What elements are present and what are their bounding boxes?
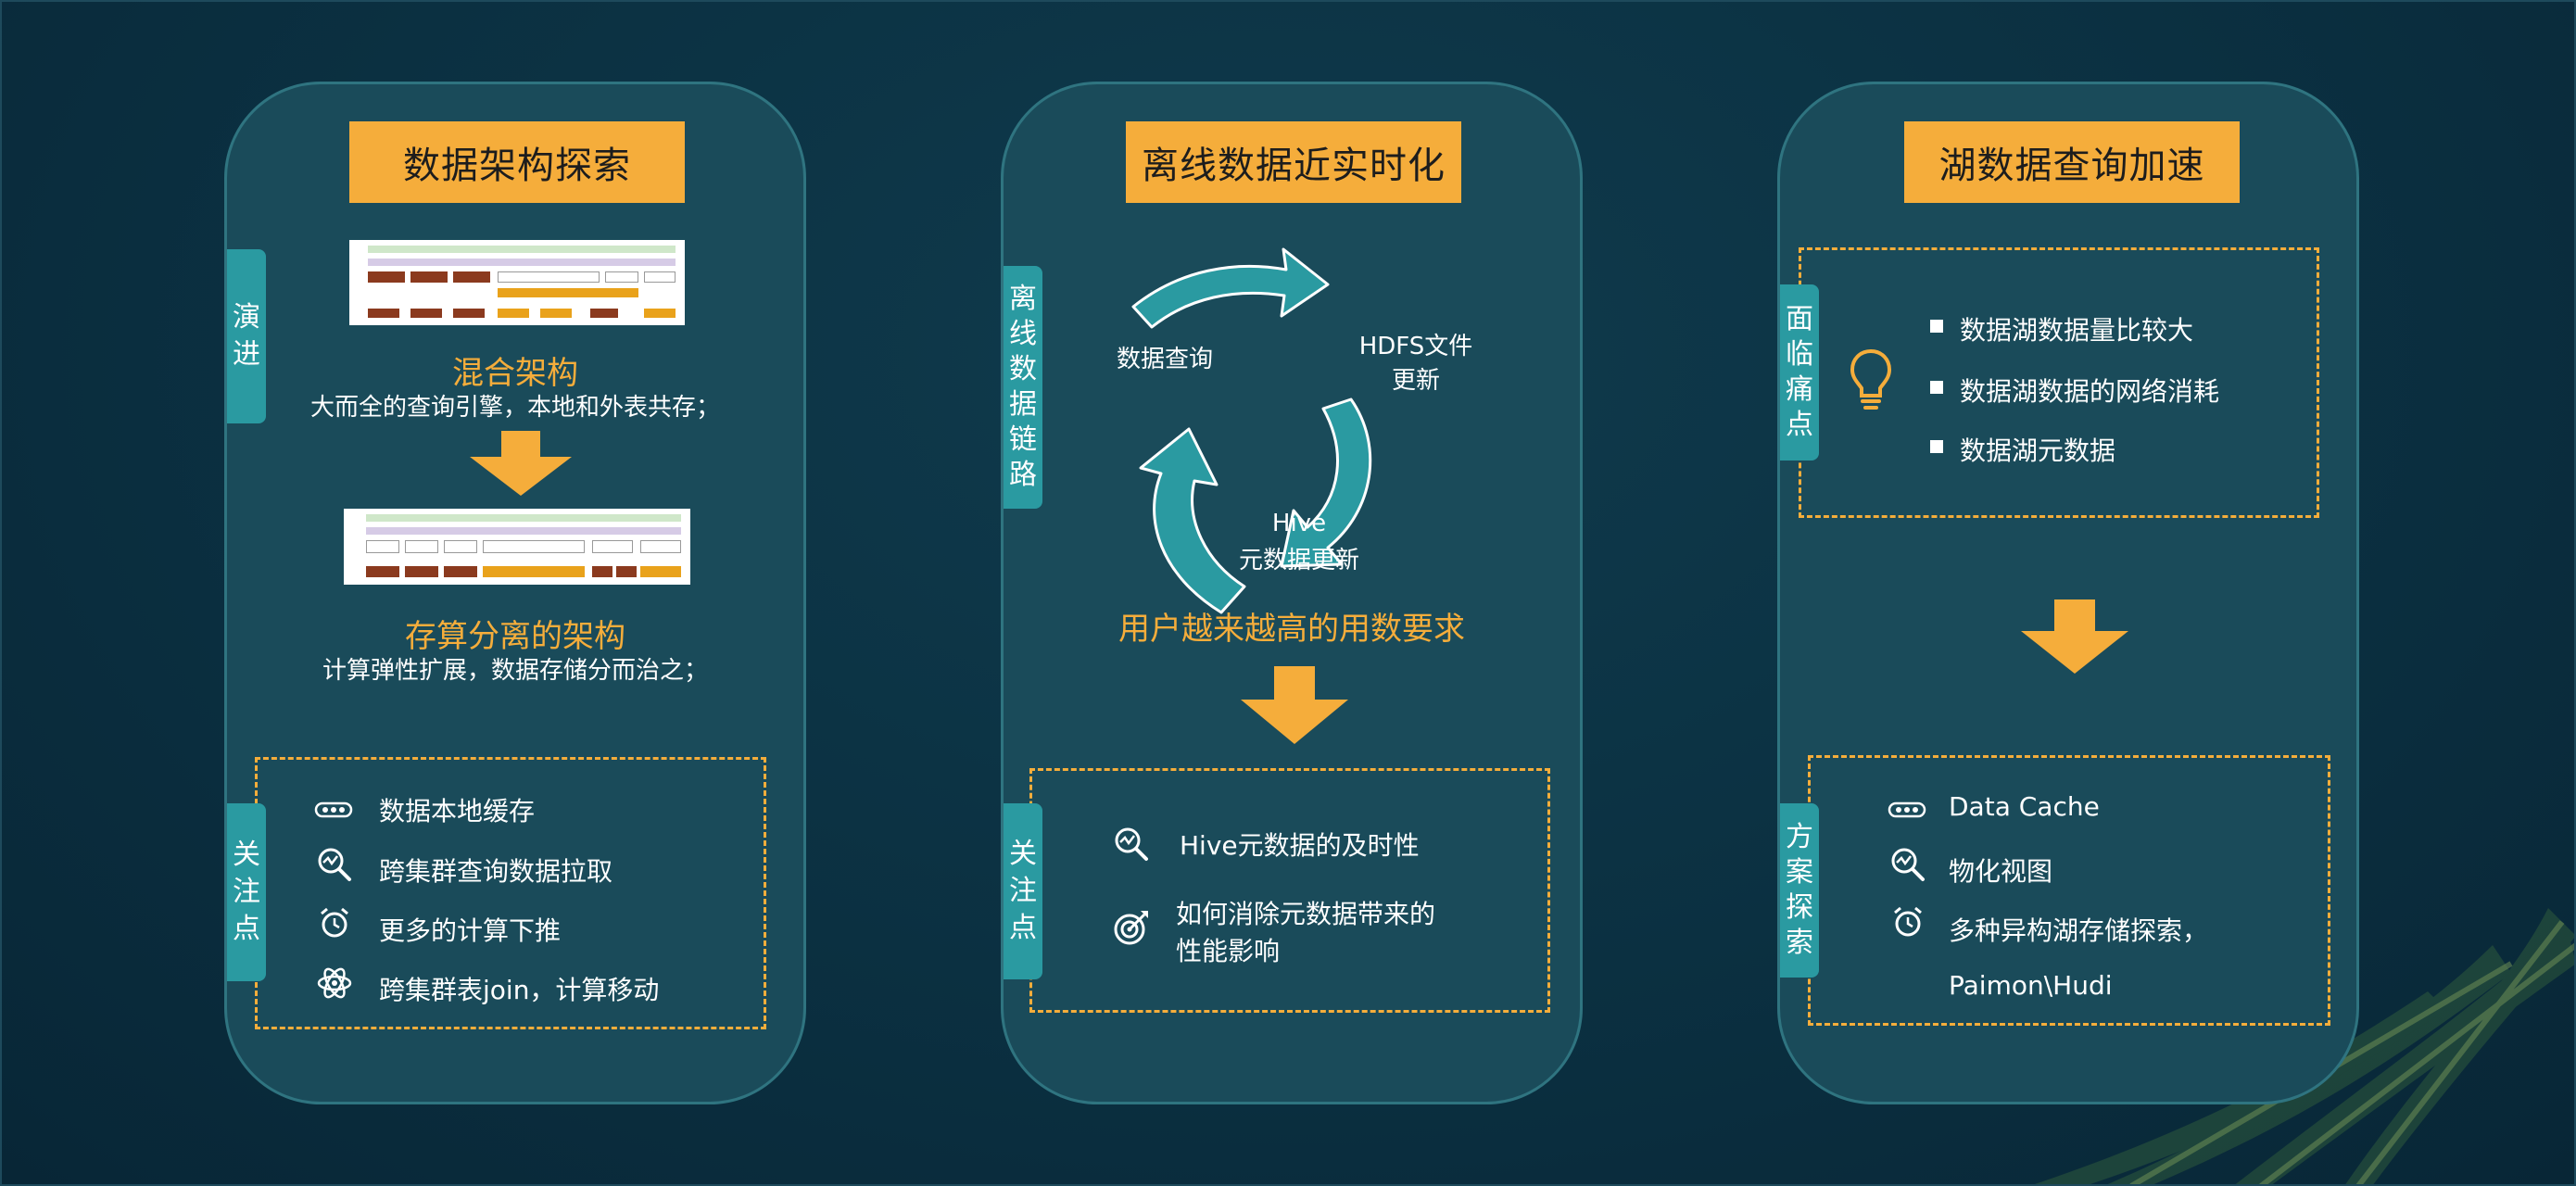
stage2-desc: 计算弹性扩展，数据存储分而治之； [322, 657, 708, 685]
tab-focus-points: 关 注 点 [1004, 803, 1042, 979]
panel-offline-realtime: 离线数据近实时化 离 线 数 据 链 路 数据查询 HDFS文件 更新 Hive… [1001, 82, 1583, 1104]
stage1-title: 混合架构 [452, 355, 578, 392]
bullet [1930, 440, 1943, 453]
tab-offline-data-pipeline: 离 线 数 据 链 路 [1004, 266, 1042, 509]
search-chart-icon [1115, 827, 1148, 861]
cycle-arrows-diagram [1131, 247, 1372, 614]
tab-solution-exploration: 方 案 探 索 [1780, 803, 1819, 978]
cloud-data-icon [314, 801, 353, 818]
bullet [1930, 320, 1943, 333]
focus-item-hive-metadata-timeliness: Hive元数据的及时性 [1180, 830, 1420, 861]
alarm-clock-icon [321, 907, 348, 938]
bullet [1930, 381, 1943, 394]
focus-item-cross-cluster-join: 跨集群表join，计算移动 [379, 975, 660, 1005]
tab-pain-points: 面 临 痛 点 [1780, 284, 1819, 461]
atom-icon [317, 967, 352, 999]
pain-point-lake-metadata: 数据湖元数据 [1960, 435, 2116, 466]
panel-title: 数据架构探索 [349, 121, 685, 203]
pain-point-network-cost: 数据湖数据的网络消耗 [1960, 376, 2220, 407]
cycle-node-hdfs-update: HDFS文件 更新 [1358, 333, 1473, 395]
cloud-data-icon [1888, 801, 1926, 818]
tab-evolution: 演 进 [227, 249, 266, 423]
lightbulb-icon [1850, 348, 1892, 410]
stage2-title: 存算分离的架构 [405, 618, 625, 655]
panel-architecture: 数据架构探索 演 进 混合架构 大而全的查询引擎，本地和外表共存； [224, 82, 806, 1104]
solution-item-paimon-hudi: Paimon\Hudi [1949, 970, 2113, 1001]
cycle-node-data-query: 数据查询 [1117, 346, 1214, 373]
focus-item-compute-pushdown: 更多的计算下推 [379, 915, 562, 946]
search-chart-icon [1891, 848, 1925, 881]
hybrid-architecture-diagram [349, 240, 685, 325]
pain-point-data-volume: 数据湖数据量比较大 [1960, 315, 2194, 346]
focus-item-eliminate-metadata-impact: 如何消除元数据带来的 性能影响 [1176, 899, 1436, 966]
focus-item-local-cache: 数据本地缓存 [379, 796, 536, 826]
panel-lake-query-acceleration: 湖数据查询加速 面 临 痛 点 数据湖数据量比较大 数据湖数据的网络消耗 数据湖… [1777, 82, 2359, 1104]
headline-user-demand: 用户越来越高的用数要求 [1118, 611, 1465, 648]
solution-item-data-cache: Data Cache [1949, 791, 2100, 822]
solution-item-materialized-view: 物化视图 [1949, 856, 2053, 887]
arrow-down-icon [2021, 599, 2128, 674]
arrow-down-icon [470, 431, 572, 496]
solution-item-heterogeneous-lake-storage: 多种异构湖存储探索， [1949, 915, 2209, 946]
panel-title: 湖数据查询加速 [1904, 121, 2240, 203]
focus-points-box [1029, 768, 1550, 1013]
tab-focus-points: 关 注 点 [227, 803, 266, 981]
arrow-down-icon [1241, 666, 1348, 744]
search-chart-icon [318, 848, 351, 881]
focus-item-cross-cluster-pull: 跨集群查询数据拉取 [379, 856, 613, 887]
alarm-clock-icon [1894, 906, 1922, 937]
panel-title: 离线数据近实时化 [1126, 121, 1461, 203]
target-icon [1114, 911, 1148, 945]
cycle-node-hive-metadata-update: Hive 元数据更新 [1238, 510, 1359, 574]
compute-storage-separation-diagram [344, 509, 690, 585]
stage1-desc: 大而全的查询引擎，本地和外表共存； [309, 394, 720, 422]
